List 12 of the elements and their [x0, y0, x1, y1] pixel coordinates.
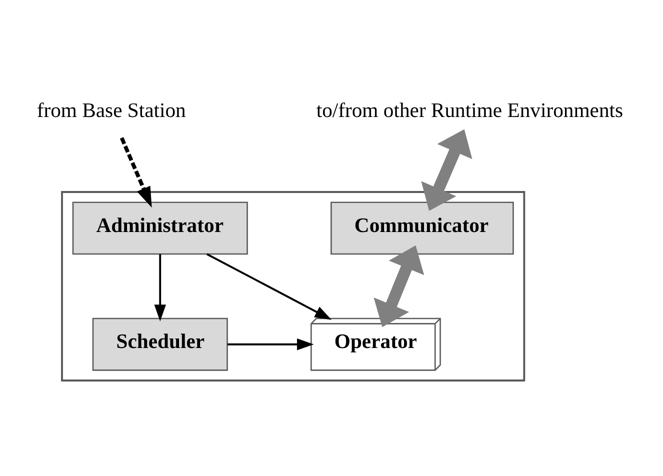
arrow [228, 338, 314, 350]
node-box: Administrator [72, 201, 248, 254]
node-box: Scheduler [92, 317, 228, 370]
node-box: Communicator [330, 201, 514, 254]
arrow [374, 244, 424, 327]
node-text: from Base Station [36, 99, 186, 122]
arrow [421, 128, 472, 210]
node-text: to/from other Runtime Environments [316, 99, 624, 122]
arrow [154, 254, 166, 321]
arrow [120, 136, 152, 208]
cluster [61, 190, 526, 381]
arrow [206, 252, 332, 320]
